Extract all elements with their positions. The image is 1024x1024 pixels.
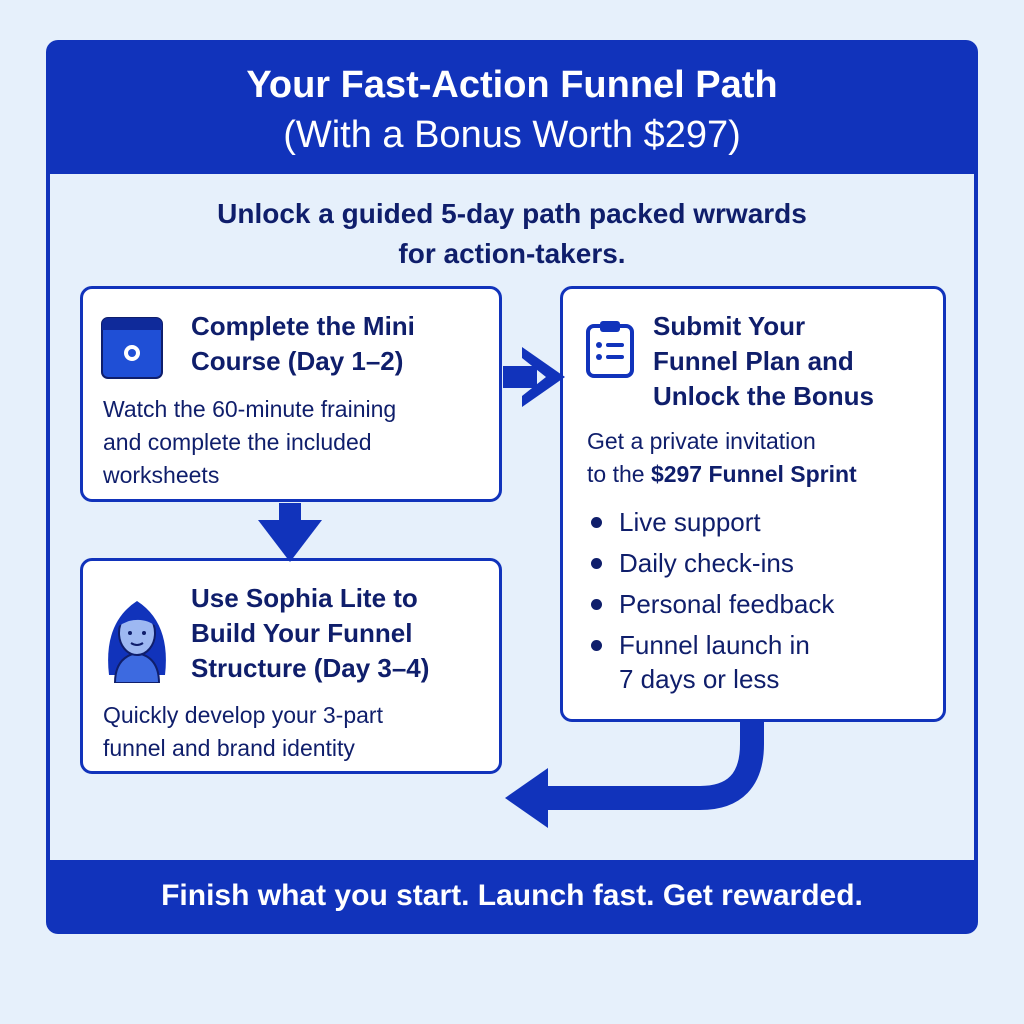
arrow-down-icon bbox=[258, 503, 322, 562]
page-title-bonus: (With a Bonus Worth $297) bbox=[283, 114, 741, 156]
clipboard-checklist-icon bbox=[585, 319, 635, 379]
step-2-title-line: Structure (Day 3–4) bbox=[191, 653, 430, 683]
step-3-description-line: Get a private invitation bbox=[587, 428, 816, 454]
step-1-description-line: and complete the included bbox=[103, 429, 372, 455]
step-3-title-line: Funnel Plan and bbox=[653, 346, 854, 376]
step-2-title-line: Use Sophia Lite to bbox=[191, 583, 418, 613]
step-3-title-line: Unlock the Bonus bbox=[653, 381, 875, 411]
step-3-title-line: Submit Your bbox=[653, 311, 806, 341]
woman-avatar-icon bbox=[99, 583, 175, 684]
benefit-label: Daily check-ins bbox=[619, 548, 794, 578]
step-3-description: Get a private invitation to the $297 Fun… bbox=[587, 425, 857, 491]
bullet-dot-icon bbox=[591, 599, 602, 610]
step-2-description: Quickly develop your 3-part funnel and b… bbox=[103, 699, 383, 765]
subtitle-line-2: for action-takers. bbox=[398, 238, 626, 269]
benefit-label-continuation: 7 days or less bbox=[619, 664, 780, 694]
step-2-description-line: Quickly develop your 3-part bbox=[103, 702, 383, 728]
step-2-title-line: Build Your Funnel bbox=[191, 618, 413, 648]
step-card-mini-course: Complete the Mini Course (Day 1–2) Watch… bbox=[80, 286, 502, 502]
subtitle-line-1: Unlock a guided 5-day path packed wrward… bbox=[217, 198, 807, 229]
step-3-description-line: to the $297 Funnel Sprint bbox=[587, 458, 857, 491]
step-1-description-line: Watch the 60-minute fraining bbox=[103, 396, 397, 422]
bonus-benefits-list: Live support Daily check-ins Personal fe… bbox=[587, 505, 834, 703]
browser-window-icon bbox=[101, 317, 163, 381]
subtitle: Unlock a guided 5-day path packed wrward… bbox=[50, 194, 974, 274]
page-title: Your Fast-Action Funnel Path bbox=[246, 64, 778, 106]
step-card-submit-plan: Submit Your Funnel Plan and Unlock the B… bbox=[560, 286, 946, 722]
footer-tagline: Finish what you start. Launch fast. Get … bbox=[161, 879, 863, 912]
list-item: Funnel launch in 7 days or less bbox=[587, 628, 834, 696]
bullet-dot-icon bbox=[591, 640, 602, 651]
step-1-title-line: Complete the Mini bbox=[191, 311, 415, 341]
step-2-description-line: funnel and brand identity bbox=[103, 735, 355, 761]
funnel-sprint-offer: $297 Funnel Sprint bbox=[650, 461, 857, 487]
list-item: Live support bbox=[587, 505, 834, 539]
benefit-label: Personal feedback bbox=[619, 589, 835, 619]
list-item: Personal feedback bbox=[587, 587, 834, 621]
step-card-sophia-lite: Use Sophia Lite to Build Your Funnel Str… bbox=[80, 558, 502, 774]
header: Your Fast-Action Funnel Path (With a Bon… bbox=[46, 40, 978, 172]
invitation-prefix: to the bbox=[587, 461, 651, 487]
list-item: Daily check-ins bbox=[587, 546, 834, 580]
arrow-right-icon bbox=[503, 347, 565, 407]
benefit-label: Live support bbox=[619, 507, 761, 537]
bullet-dot-icon bbox=[591, 558, 602, 569]
arrow-return-icon bbox=[505, 722, 764, 828]
bullet-dot-icon bbox=[591, 517, 602, 528]
benefit-label: Funnel launch in bbox=[619, 630, 810, 660]
step-1-title-line: Course (Day 1–2) bbox=[191, 346, 404, 376]
step-1-description-line: worksheets bbox=[103, 462, 220, 488]
step-2-title: Use Sophia Lite to Build Your Funnel Str… bbox=[191, 581, 429, 686]
step-3-title: Submit Your Funnel Plan and Unlock the B… bbox=[653, 309, 874, 414]
step-1-title: Complete the Mini Course (Day 1–2) bbox=[191, 309, 415, 379]
step-1-description: Watch the 60-minute fraining and complet… bbox=[103, 393, 396, 492]
